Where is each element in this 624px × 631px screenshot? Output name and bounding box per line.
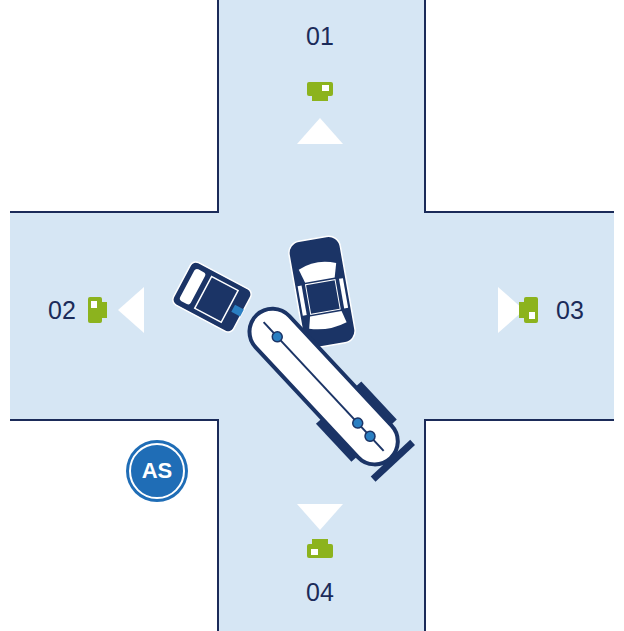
traffic-lights xyxy=(88,82,538,558)
callout-number: 02 xyxy=(48,298,76,323)
stop-triangles xyxy=(118,118,524,530)
callout-number: 04 xyxy=(306,580,334,605)
badge-label: AS xyxy=(142,458,173,484)
as-badge: AS xyxy=(125,439,189,503)
callout-number: 03 xyxy=(556,298,584,323)
badge-text: AS xyxy=(125,439,189,503)
callout-number: 01 xyxy=(306,24,334,49)
road xyxy=(10,0,614,631)
tanker-truck xyxy=(171,260,418,485)
